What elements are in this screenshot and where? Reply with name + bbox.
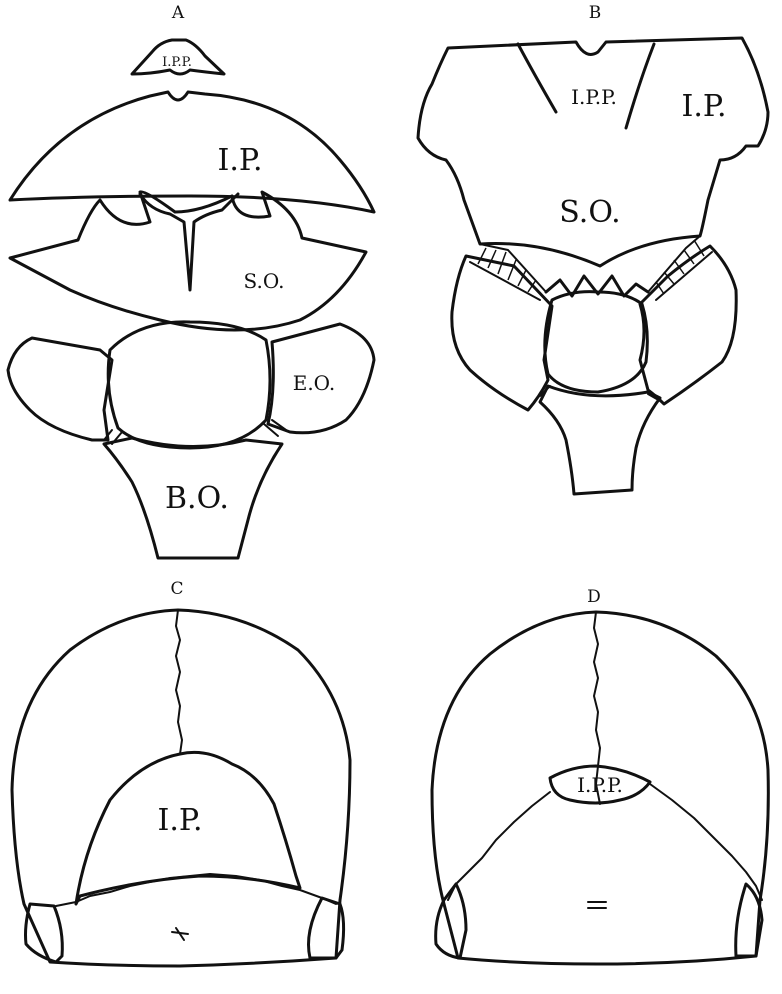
panel-c: C I.P. [12, 579, 350, 966]
b-left-hatched-suture [470, 244, 546, 300]
a-interparietal-bone [10, 92, 374, 212]
c-sagittal-suture [176, 610, 182, 754]
a-left-exoccipital-bone [8, 338, 112, 440]
b-right-preinterparietal-suture [626, 44, 654, 128]
d-sagittal-suture [594, 612, 600, 766]
d-left-lambdoid-suture [448, 792, 550, 900]
b-right-exoccipital-bone [640, 246, 736, 404]
a-supraoccipital-fissure [140, 194, 238, 290]
panel-d: D I.P.P. [432, 587, 768, 964]
b-ipp-label: I.P.P. [571, 85, 617, 109]
panel-a-label: A [171, 3, 185, 23]
b-basioccipital-bone [540, 386, 660, 494]
panel-b: B I.P.P. I.P. S.O. [418, 3, 768, 494]
panel-c-label: C [170, 579, 183, 599]
c-skull-outline [12, 610, 350, 966]
c-ip-label: I.P. [157, 803, 202, 838]
b-left-preinterparietal-suture [518, 44, 556, 112]
d-ipp-label: I.P.P. [577, 773, 623, 797]
a-ipp-label: I.P.P. [162, 55, 192, 70]
d-right-lambdoid-suture [650, 784, 762, 900]
a-bo-label: B.O. [165, 481, 229, 516]
a-eo-label: E.O. [293, 371, 336, 395]
panel-a: A I.P.P. I.P. S.O. E.O. B.O. [8, 3, 374, 558]
b-ip-label: I.P. [681, 89, 726, 124]
a-central-rounded-bone [108, 322, 270, 448]
b-interparietal-supraoccipital-bone [418, 38, 768, 266]
panel-d-label: D [587, 587, 601, 607]
b-central-rounded-bone [545, 292, 648, 392]
c-left-lateral-bone [26, 904, 63, 962]
a-so-label: S.O. [244, 269, 285, 293]
d-small-mark [588, 902, 606, 908]
a-ip-label: I.P. [217, 143, 262, 178]
b-so-label: S.O. [559, 195, 620, 230]
panel-b-label: B [589, 3, 602, 23]
c-small-mark [172, 928, 188, 940]
